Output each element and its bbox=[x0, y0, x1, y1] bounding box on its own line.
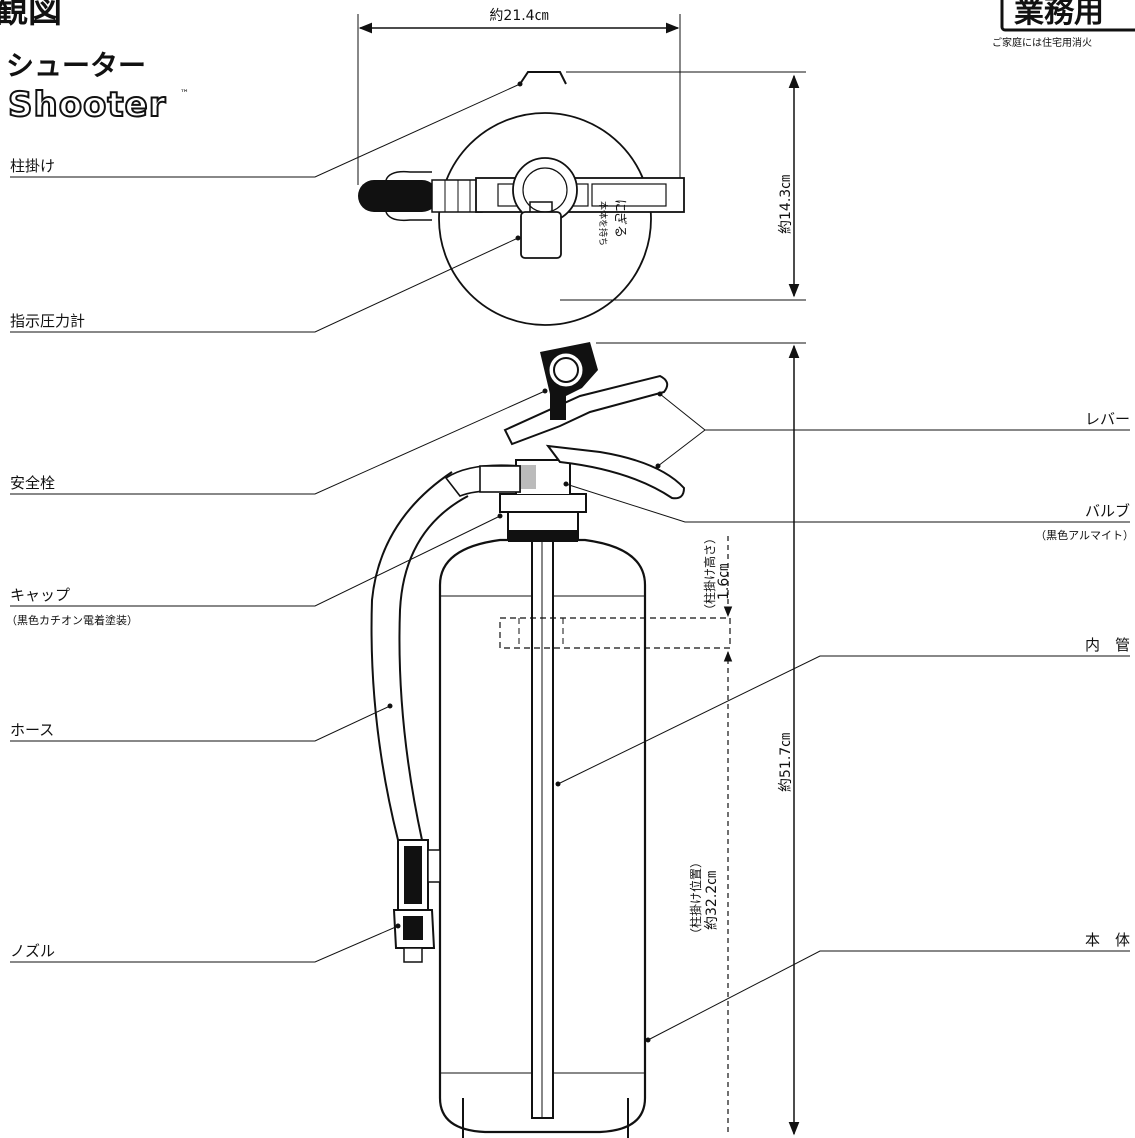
label-lever: レバー bbox=[1085, 410, 1130, 428]
depth-value: 約14.3㎝ bbox=[778, 175, 794, 234]
badge-note: ご家庭には住宅用消火 bbox=[992, 36, 1092, 49]
label-valve-note: （黒色アルマイト） bbox=[1035, 528, 1134, 542]
label-safety-pin: 安全栓 bbox=[10, 474, 55, 492]
top-view bbox=[358, 71, 685, 326]
depth-dimension: 約14.3㎝ bbox=[560, 71, 806, 301]
hook-height-note: （柱掛け高さ） bbox=[702, 532, 717, 616]
model-name-en: Shooter bbox=[8, 85, 167, 125]
left-labels bbox=[10, 83, 546, 963]
trademark-mark: ™ bbox=[180, 89, 189, 99]
model-name-jp: シューター bbox=[6, 49, 146, 82]
height-dimension: 約51.7㎝ bbox=[596, 342, 806, 1136]
label-valve: バルブ bbox=[1085, 502, 1130, 520]
width-value: 約21.4㎝ bbox=[489, 8, 548, 24]
hook-position-note: （柱掛け位置） bbox=[688, 856, 703, 940]
label-inner-tube: 内 管 bbox=[1085, 636, 1130, 654]
hook-height-dimension: （柱掛け高さ） 1.6㎝ （柱掛け位置） 約32.2㎝ bbox=[688, 532, 733, 1132]
height-value: 約51.7㎝ bbox=[778, 733, 794, 792]
hook-position-value: 約32.2㎝ bbox=[704, 871, 720, 930]
hook-height-value: 1.6㎝ bbox=[716, 564, 732, 600]
label-hook: 柱掛け bbox=[10, 157, 55, 175]
label-hose: ホース bbox=[10, 721, 54, 739]
width-dimension: 約21.4㎝ bbox=[357, 8, 681, 185]
label-nozzle: ノズル bbox=[10, 942, 55, 960]
right-labels bbox=[557, 393, 1130, 1041]
commercial-use-badge: 業務用 bbox=[1000, 0, 1135, 32]
badge-label: 業務用 bbox=[1014, 0, 1104, 30]
handle-small-text: 本体を持ち bbox=[597, 201, 609, 246]
label-body: 本 体 bbox=[1085, 931, 1130, 949]
handle-grip-text: にぎる bbox=[612, 199, 627, 238]
label-pressure-gauge: 指示圧力計 bbox=[10, 312, 85, 330]
label-cap-note: （黒色カチオン電着塗装） bbox=[6, 613, 138, 627]
side-view bbox=[370, 342, 731, 1138]
label-cap: キャップ bbox=[10, 586, 70, 604]
page-title-fragment: 観図 bbox=[0, 0, 62, 31]
